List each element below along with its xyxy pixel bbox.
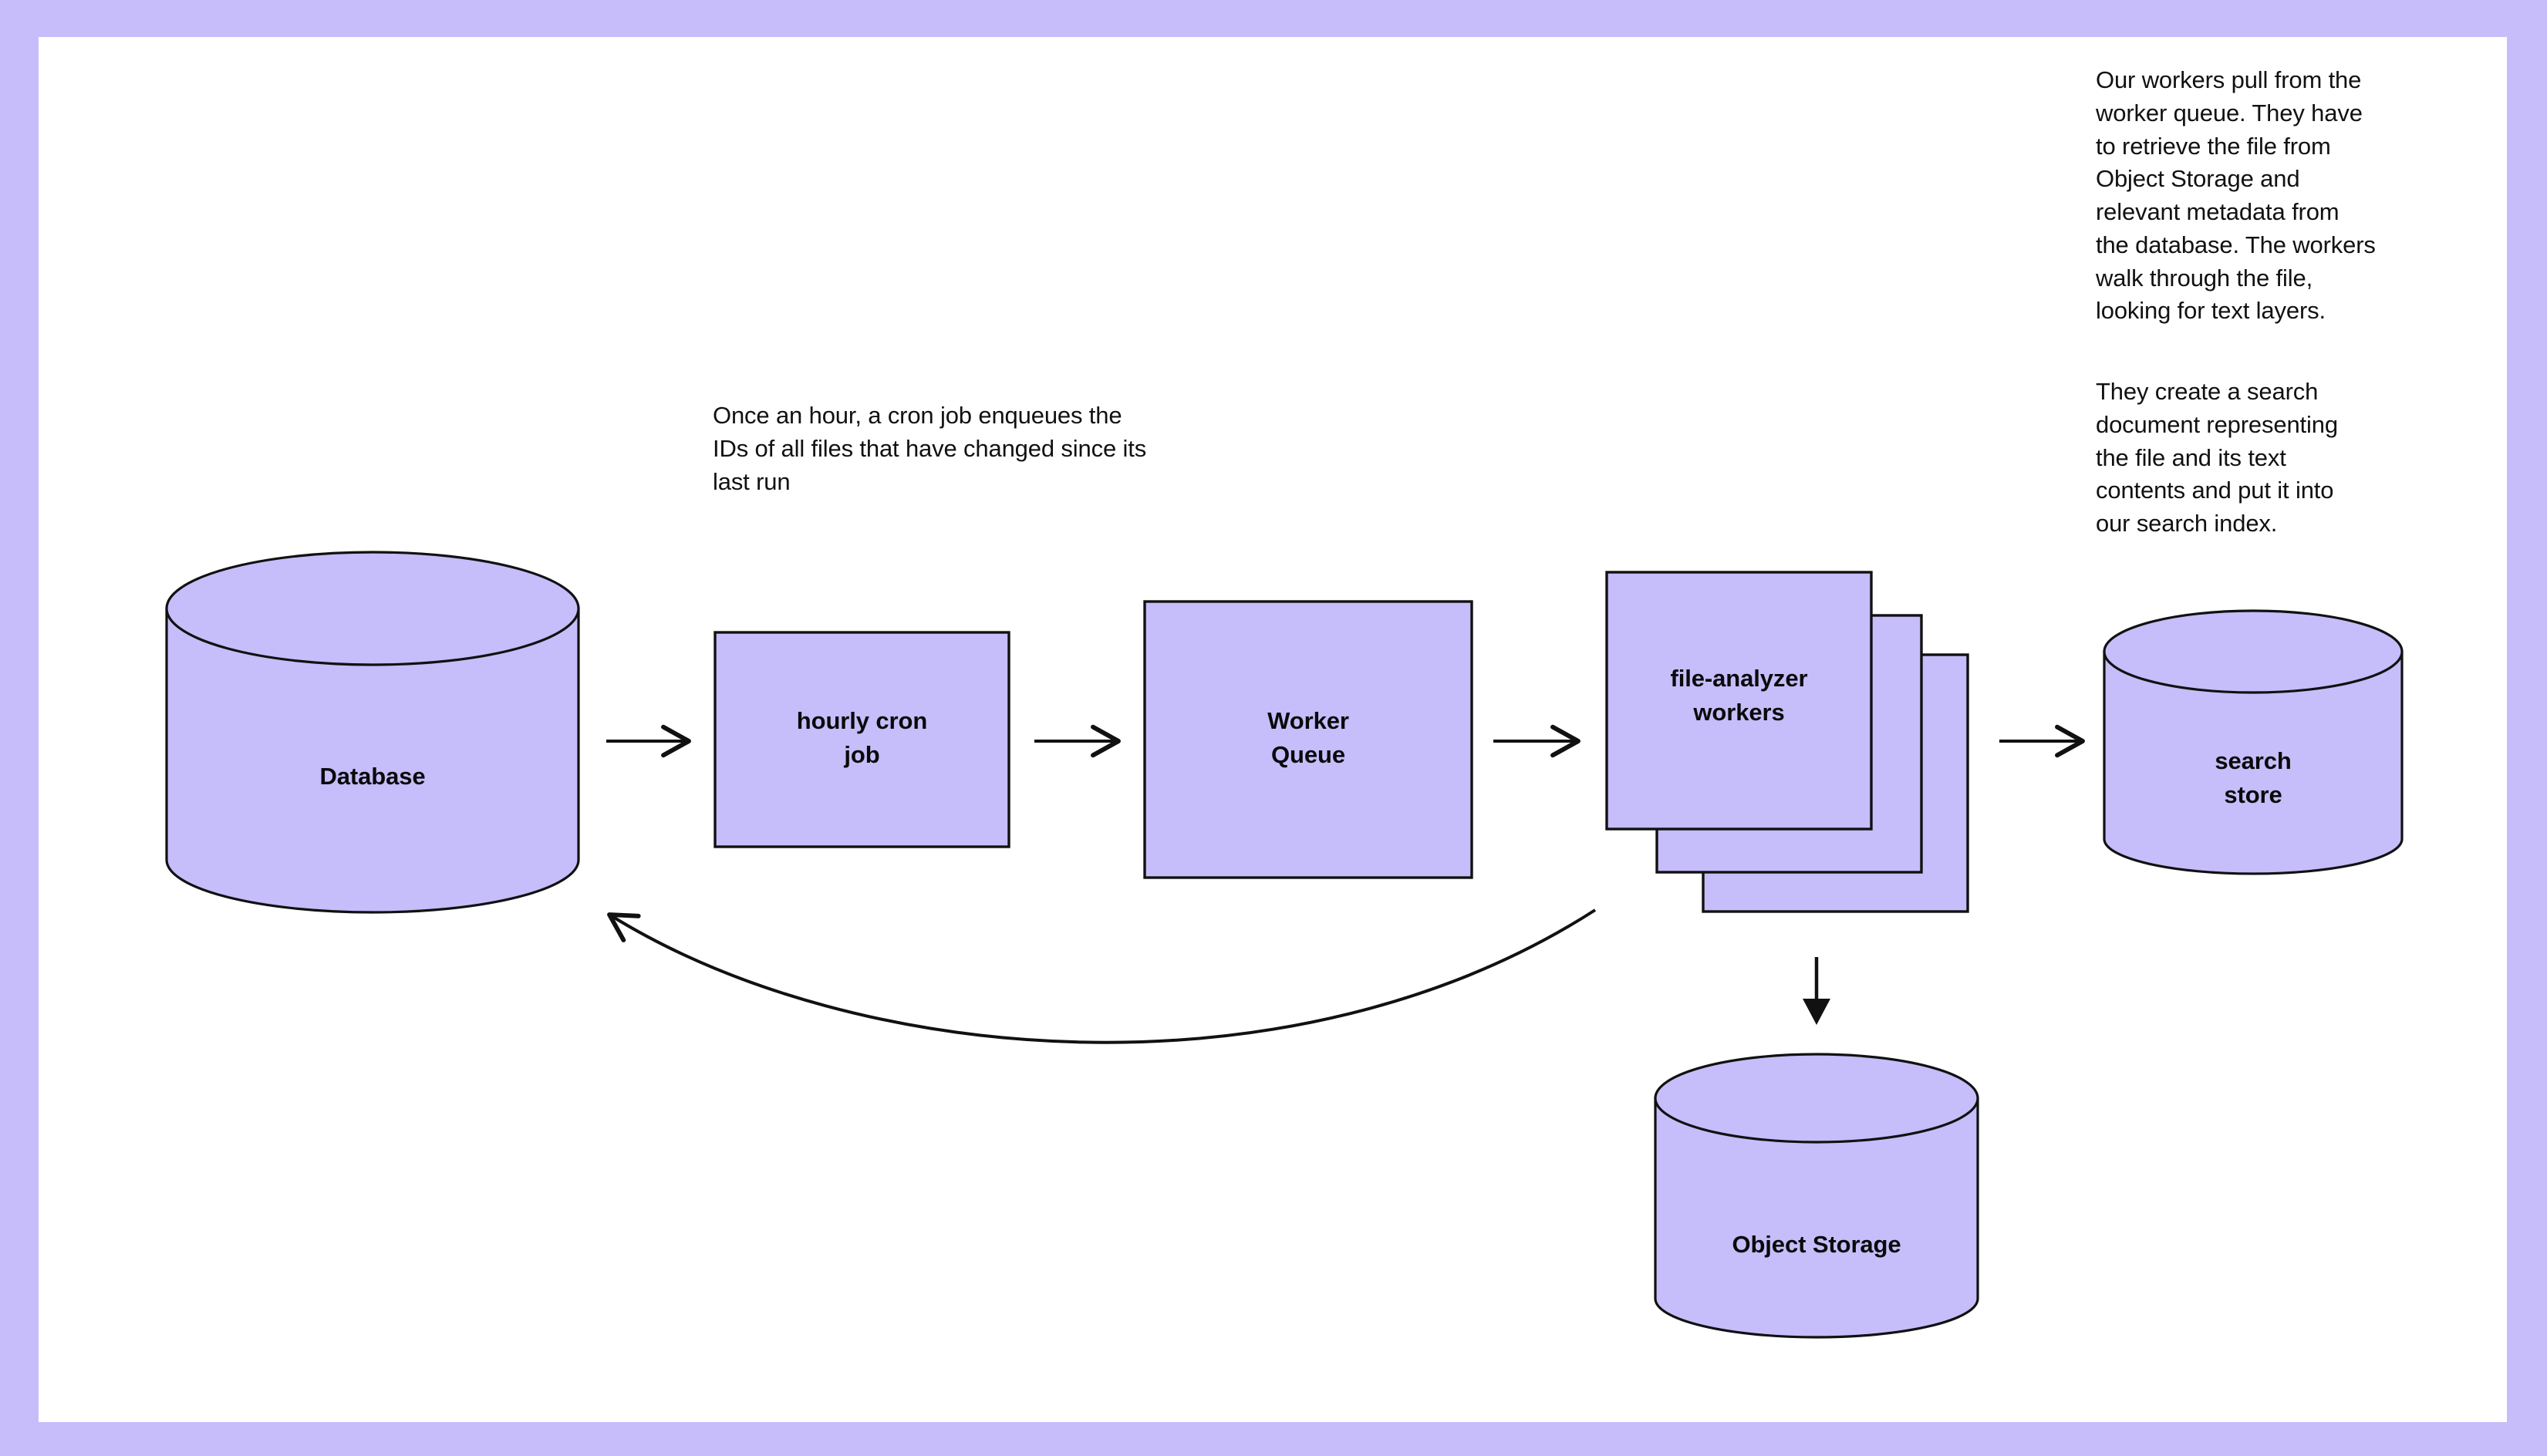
file-analyzer-workers-node[interactable]: [1607, 572, 1968, 912]
search-annotation-text: They create a search document representi…: [2096, 378, 2338, 538]
workers-annotation-text: Our workers pull from the worker queue. …: [2096, 66, 2376, 325]
object-storage-node[interactable]: [1655, 1054, 1978, 1340]
search-store-node[interactable]: [2104, 611, 2402, 876]
cron-annotation-text: Once an hour, a cron job enqueues the ID…: [713, 402, 1147, 495]
worker-queue-node[interactable]: [1145, 602, 1472, 878]
database-node[interactable]: [167, 552, 579, 912]
hourly-cron-job-node[interactable]: [715, 632, 1009, 847]
